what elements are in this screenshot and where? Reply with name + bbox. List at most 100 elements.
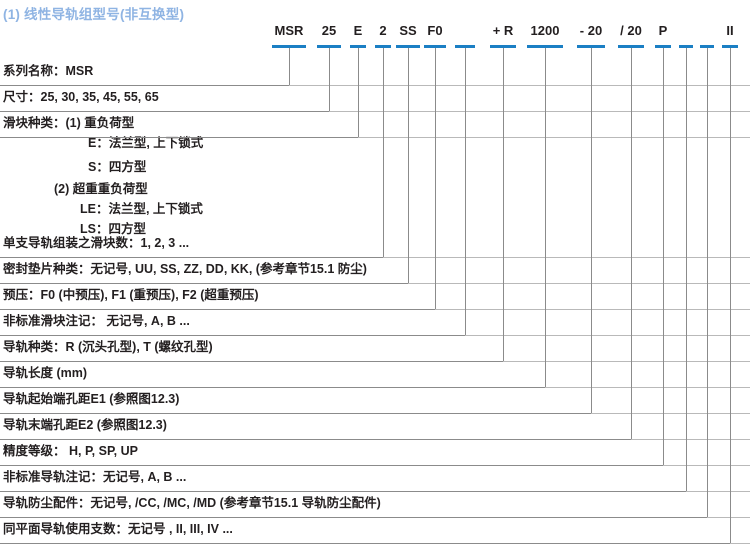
leader-horizontal-11 [0, 465, 663, 466]
leader-horizontal-8 [0, 387, 545, 388]
code-segment-label: F0 [427, 23, 443, 38]
leader-vertical-6 [465, 48, 466, 335]
code-segment-2: E [350, 22, 366, 48]
description-row-13: 导轨防尘配件：无记号, /CC, /MC, /MD (参考章节15.1 导轨防尘… [0, 492, 750, 518]
leader-vertical-4 [408, 48, 409, 283]
description-label: 系列名称：MSR [3, 64, 94, 78]
description-label: 非标准导轨注记：无记号, A, B ... [3, 470, 187, 484]
leader-horizontal-2 [0, 137, 358, 138]
description-label: 预压：F0 (中预压), F1 (重预压), F2 (超重预压) [3, 288, 259, 302]
code-segment-label: / 20 [620, 23, 642, 38]
leader-vertical-3 [383, 48, 384, 257]
code-segment-7: + R [490, 22, 516, 48]
code-segment-label: 1200 [530, 23, 560, 38]
description-label: 导轨种类：R (沉头孔型), T (螺纹孔型) [3, 340, 213, 354]
description-row-8: 导轨长度 (mm) [0, 362, 750, 388]
page-title: (1) 线性导轨组型号(非互换型) [3, 7, 185, 22]
code-segment-4: SS [396, 22, 420, 48]
leader-horizontal-13 [0, 517, 707, 518]
description-row-5: 预压：F0 (中预压), F1 (重预压), F2 (超重预压) [0, 284, 750, 310]
description-row-1: 尺寸：25, 30, 35, 45, 55, 65 [0, 86, 750, 112]
leader-vertical-12 [686, 48, 687, 491]
sub-item-4: LS：四方型 [80, 222, 146, 236]
leader-vertical-10 [631, 48, 632, 439]
code-segment-underline [272, 45, 306, 48]
code-segment-label: + R [492, 23, 514, 38]
description-row-11: 精度等级： H, P, SP, UP [0, 440, 750, 466]
description-row-7: 导轨种类：R (沉头孔型), T (螺纹孔型) [0, 336, 750, 362]
code-segment-underline [350, 45, 366, 48]
leader-horizontal-1 [0, 111, 329, 112]
description-label: 单支导轨组装之滑块数：1, 2, 3 ... [3, 236, 190, 250]
leader-horizontal-3 [0, 257, 383, 258]
code-segment-underline [700, 45, 714, 48]
description-label: 密封垫片种类：无记号, UU, SS, ZZ, DD, KK, (参考章节15.… [3, 262, 367, 276]
leader-vertical-9 [591, 48, 592, 413]
description-label: 尺寸：25, 30, 35, 45, 55, 65 [3, 90, 159, 104]
code-segment-8: 1200 [527, 22, 563, 48]
description-label: 滑块种类：(1) 重负荷型 [3, 116, 135, 130]
code-segment-underline [375, 45, 391, 48]
code-segment-11: P [655, 22, 671, 48]
code-segment-label: II [726, 23, 734, 38]
code-segment-underline [722, 45, 738, 48]
leader-horizontal-7 [0, 361, 503, 362]
leader-vertical-2 [358, 48, 359, 137]
code-segment-label: 2 [379, 23, 387, 38]
description-row-10: 导轨末端孔距E2 (参照图12.3) [0, 414, 750, 440]
leader-horizontal-5 [0, 309, 435, 310]
code-segment-underline [317, 45, 341, 48]
leader-vertical-8 [545, 48, 546, 387]
description-row-4: 密封垫片种类：无记号, UU, SS, ZZ, DD, KK, (参考章节15.… [0, 258, 750, 284]
description-row-12: 非标准导轨注记：无记号, A, B ... [0, 466, 750, 492]
code-segment-underline [424, 45, 446, 48]
leader-vertical-0 [289, 48, 290, 85]
code-segment-0: MSR [272, 22, 306, 48]
sub-item-3: LE：法兰型, 上下锁式 [80, 202, 203, 216]
leader-horizontal-4 [0, 283, 408, 284]
description-label: 同平面导轨使用支数：无记号 , II, III, IV ... [3, 522, 233, 536]
code-segment-label: - 20 [579, 23, 603, 38]
leader-horizontal-0 [0, 85, 289, 86]
description-label: 精度等级： H, P, SP, UP [3, 444, 138, 458]
leader-vertical-5 [435, 48, 436, 309]
description-row-14: 同平面导轨使用支数：无记号 , II, III, IV ... [0, 518, 750, 544]
code-segment-10: / 20 [618, 22, 644, 48]
leader-horizontal-9 [0, 413, 591, 414]
code-segment-underline [577, 45, 605, 48]
code-segment-underline [655, 45, 671, 48]
description-row-9: 导轨起始端孔距E1 (参照图12.3) [0, 388, 750, 414]
description-label: 导轨末端孔距E2 (参照图12.3) [3, 418, 167, 432]
code-segment-underline [679, 45, 693, 48]
code-segment-underline [527, 45, 563, 48]
sub-item-2: (2) 超重重负荷型 [54, 182, 148, 196]
code-segment-underline [455, 45, 475, 48]
code-segment-underline [396, 45, 420, 48]
code-segment-6 [455, 22, 475, 48]
leader-vertical-14 [730, 48, 731, 543]
leader-vertical-13 [707, 48, 708, 517]
code-segment-3: 2 [375, 22, 391, 48]
code-segment-9: - 20 [577, 22, 605, 48]
code-segment-12 [679, 22, 693, 48]
leader-vertical-11 [663, 48, 664, 465]
code-segment-underline [490, 45, 516, 48]
code-segment-label: E [353, 23, 363, 38]
description-row-0: 系列名称：MSR [0, 60, 750, 86]
code-segment-label: MSR [274, 23, 304, 38]
sub-item-0: E：法兰型, 上下锁式 [88, 136, 204, 150]
leader-horizontal-12 [0, 491, 686, 492]
code-segment-5: F0 [424, 22, 446, 48]
leader-horizontal-6 [0, 335, 465, 336]
sub-item-1: S：四方型 [88, 160, 147, 174]
description-row-2: 滑块种类：(1) 重负荷型 [0, 112, 750, 138]
code-segment-label: P [658, 23, 668, 38]
description-label: 非标准滑块注记： 无记号, A, B ... [3, 314, 190, 328]
leader-vertical-1 [329, 48, 330, 111]
description-label: 导轨长度 (mm) [3, 366, 88, 380]
code-segment-underline [618, 45, 644, 48]
description-label: 导轨防尘配件：无记号, /CC, /MC, /MD (参考章节15.1 导轨防尘… [3, 496, 381, 510]
code-segment-13 [700, 22, 714, 48]
